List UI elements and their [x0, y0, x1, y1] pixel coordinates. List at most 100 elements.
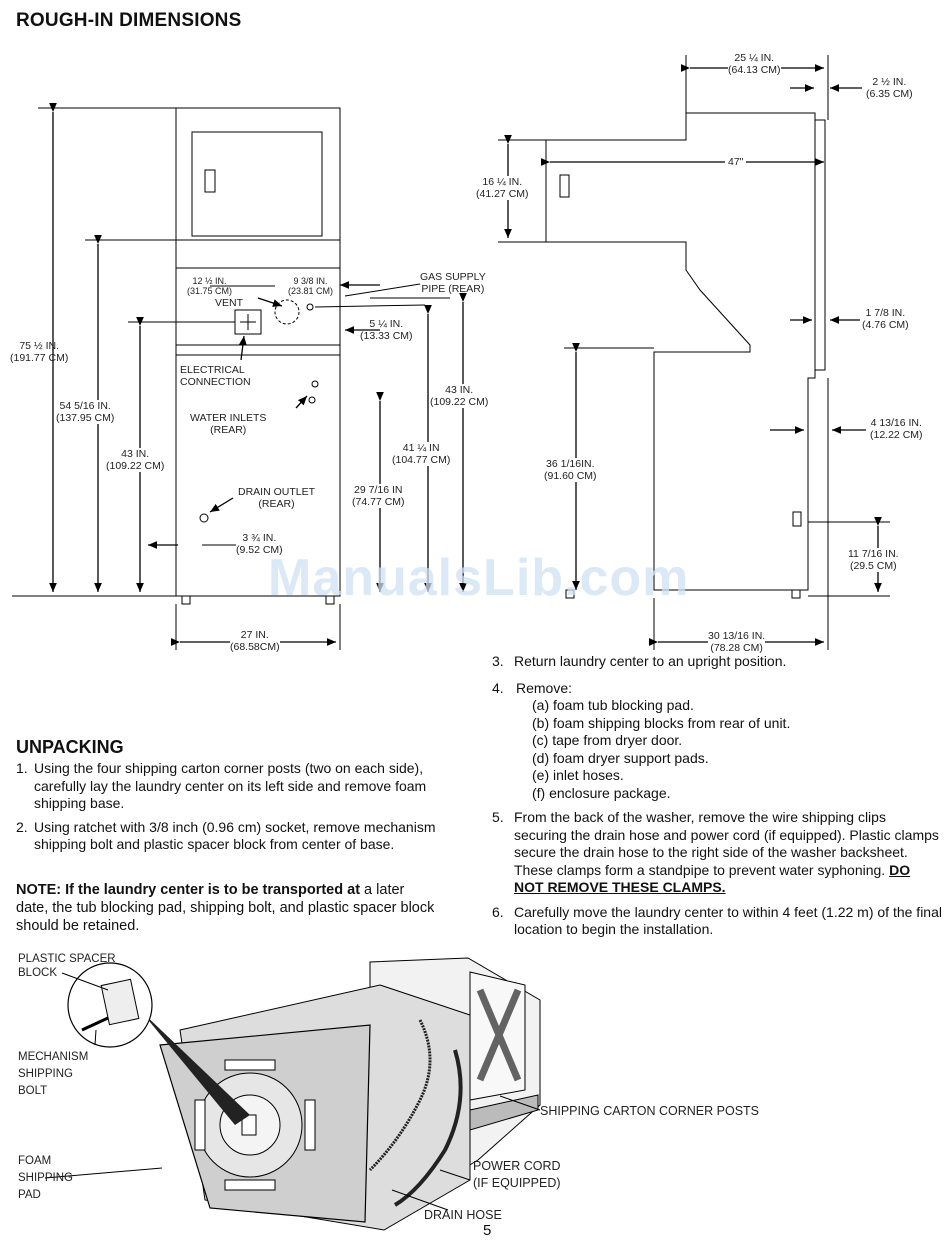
- page-number: 5: [483, 1222, 492, 1239]
- step-number: 1.: [16, 760, 28, 776]
- dim-height-29: 29 7/16 IN (74.77 CM): [352, 484, 405, 508]
- dim-top-width: 25 ¼ IN. (64.13 CM): [728, 52, 781, 76]
- electrical-connection-label: ELECTRICAL CONNECTION: [180, 364, 251, 388]
- watermark: ManualsLib.com: [268, 549, 690, 607]
- step-number: 4.: [492, 679, 504, 696]
- dim-36: 36 1/16IN. (91.60 CM): [544, 458, 597, 482]
- sub-item: (d) foam dryer support pads.: [532, 749, 709, 766]
- dim-bottom-width: 30 13/16 IN. (78.28 CM): [708, 630, 766, 654]
- sub-item: (b) foam shipping blocks from rear of un…: [532, 714, 791, 731]
- dim-value: 54 5/16 IN.: [59, 400, 111, 412]
- dim-4: 4 13/16 IN. (12.22 CM): [870, 417, 923, 441]
- label-line: MECHANISM: [18, 1051, 89, 1063]
- unpacking-illustration: [44, 957, 541, 1231]
- dim-value: 25 ¼ IN.: [734, 52, 775, 64]
- dim-value: 75 ½ IN.: [19, 340, 60, 352]
- dim-metric: (109.22 CM): [106, 460, 165, 472]
- dim-value: 16 ¼ IN.: [482, 176, 523, 188]
- drain-hose-label: DRAIN HOSE: [424, 1208, 502, 1222]
- step-4-subitems: (a) foam tub blocking pad. (b) foam ship…: [510, 697, 942, 802]
- dim-metric: (64.13 CM): [728, 64, 781, 76]
- dim-height-54: 54 5/16 IN. (137.95 CM): [56, 400, 115, 424]
- step-6: 6. Carefully move the laundry center to w…: [492, 904, 942, 939]
- note-rest: a later date, the tub blocking pad, ship…: [16, 882, 435, 934]
- dim-metric: (78.28 CM): [710, 642, 763, 654]
- dim-metric: (91.60 CM): [544, 470, 597, 482]
- front-view-unit: [175, 107, 341, 605]
- dim-value: 36 1/16IN.: [546, 458, 595, 470]
- dim-metric: (9.52 CM): [236, 544, 283, 556]
- step-3: 3.Return laundry center to an upright po…: [492, 653, 942, 671]
- label-line: PAD: [18, 1189, 41, 1201]
- dim-5: 5 ¼ IN. (13.33 CM): [360, 318, 413, 342]
- dim-1-7-8: 1 7/8 IN. (4.76 CM): [862, 307, 909, 331]
- unpacking-steps-right: 3.Return laundry center to an upright po…: [492, 653, 942, 939]
- dim-value: 3 ¾ IN.: [242, 532, 277, 544]
- vent-label: VENT: [215, 297, 244, 309]
- dim-12: 12 ½ IN. (31.75 CM): [187, 276, 232, 296]
- dim-metric: (13.33 CM): [360, 330, 413, 342]
- step-text: Return laundry center to an upright posi…: [514, 653, 787, 669]
- dim-2: 2 ½ IN. (6.35 CM): [866, 76, 913, 100]
- step-text: Carefully move the laundry center to wit…: [514, 903, 942, 938]
- label-line: CONNECTION: [180, 376, 251, 388]
- dim-16: 16 ¼ IN. (41.27 CM): [476, 176, 529, 200]
- dim-value: 4 13/16 IN.: [870, 417, 922, 429]
- sub-item: (a) foam tub blocking pad.: [532, 697, 694, 713]
- dim-value: 2 ½ IN.: [872, 76, 907, 88]
- dim-value: 12 ½ IN.: [192, 276, 227, 286]
- step-text: From the back of the washer, remove the …: [514, 809, 939, 878]
- dim-height-43-left: 43 IN. (109.22 CM): [106, 448, 165, 472]
- dim-width-27: 27 IN. (68.58CM): [230, 629, 280, 653]
- power-cord-label: POWER CORD (IF EQUIPPED): [473, 1158, 561, 1192]
- unpacking-heading: UNPACKING: [16, 737, 124, 757]
- dim-value: 5 ¼ IN.: [369, 318, 404, 330]
- dim-11: 11 7/16 IN. (29.5 CM): [848, 548, 899, 572]
- note-paragraph: NOTE: If the laundry center is to be tra…: [16, 881, 436, 935]
- side-view-unit: [545, 112, 826, 599]
- dim-3: 3 ¾ IN. (9.52 CM): [236, 532, 283, 556]
- water-inlets-label: WATER INLETS (REAR): [190, 412, 266, 436]
- dim-value: 43 IN.: [121, 448, 150, 460]
- dim-metric: (74.77 CM): [352, 496, 405, 508]
- step-text: Using ratchet with 3/8 inch (0.96 cm) so…: [34, 818, 436, 853]
- dim-metric: (6.35 CM): [866, 88, 913, 100]
- label-line: PLASTIC SPACER: [18, 953, 116, 965]
- label-line: FOAM: [18, 1155, 52, 1167]
- dim-metric: (109.22 CM): [430, 396, 489, 408]
- dim-metric: (104.77 CM): [392, 454, 451, 466]
- label-line: ELECTRICAL: [180, 364, 245, 376]
- dim-metric: (68.58CM): [230, 641, 280, 653]
- dim-metric: (41.27 CM): [476, 188, 529, 200]
- label-line: POWER CORD: [473, 1159, 561, 1173]
- dim-metric: (23.81 CM): [288, 286, 334, 296]
- step-5: 5.From the back of the washer, remove th…: [492, 809, 942, 897]
- dim-9: 9 3/8 IN. (23.81 CM): [288, 276, 333, 296]
- dim-metric: (4.76 CM): [862, 319, 909, 331]
- dim-value: 11 7/16 IN.: [848, 548, 899, 560]
- step-number: 6.: [492, 903, 504, 920]
- dim-value: 29 7/16 IN: [354, 484, 403, 496]
- step-text: Using the four shipping carton corner po…: [34, 760, 427, 811]
- label-line: SHIPPING: [18, 1068, 73, 1080]
- step-text: Remove:: [516, 679, 573, 696]
- dim-value: 27 IN.: [240, 629, 269, 641]
- gas-supply-label: GAS SUPPLY PIPE (REAR): [420, 271, 486, 295]
- step-1: 1. Using the four shipping carton corner …: [16, 760, 452, 813]
- drain-outlet-label: DRAIN OUTLET (REAR): [238, 486, 315, 510]
- dim-value: 43 IN.: [445, 384, 474, 396]
- label-line: GAS SUPPLY: [420, 271, 486, 283]
- label-line: BLOCK: [18, 967, 57, 979]
- label-line: (IF EQUIPPED): [473, 1176, 561, 1190]
- dim-metric: (29.5 CM): [849, 560, 897, 572]
- dim-metric: (137.95 CM): [56, 412, 115, 424]
- dim-value: 41 ¼ IN: [402, 442, 440, 454]
- unpacking-steps-left: 1. Using the four shipping carton corner …: [16, 760, 452, 854]
- label-line: (REAR): [258, 498, 295, 510]
- dim-metric: (31.75 CM): [187, 286, 233, 296]
- dim-value: 30 13/16 IN.: [708, 630, 766, 642]
- sub-item: (c) tape from dryer door.: [532, 732, 683, 748]
- dim-value: 1 7/8 IN.: [865, 307, 906, 319]
- label-line: PIPE (REAR): [421, 283, 485, 295]
